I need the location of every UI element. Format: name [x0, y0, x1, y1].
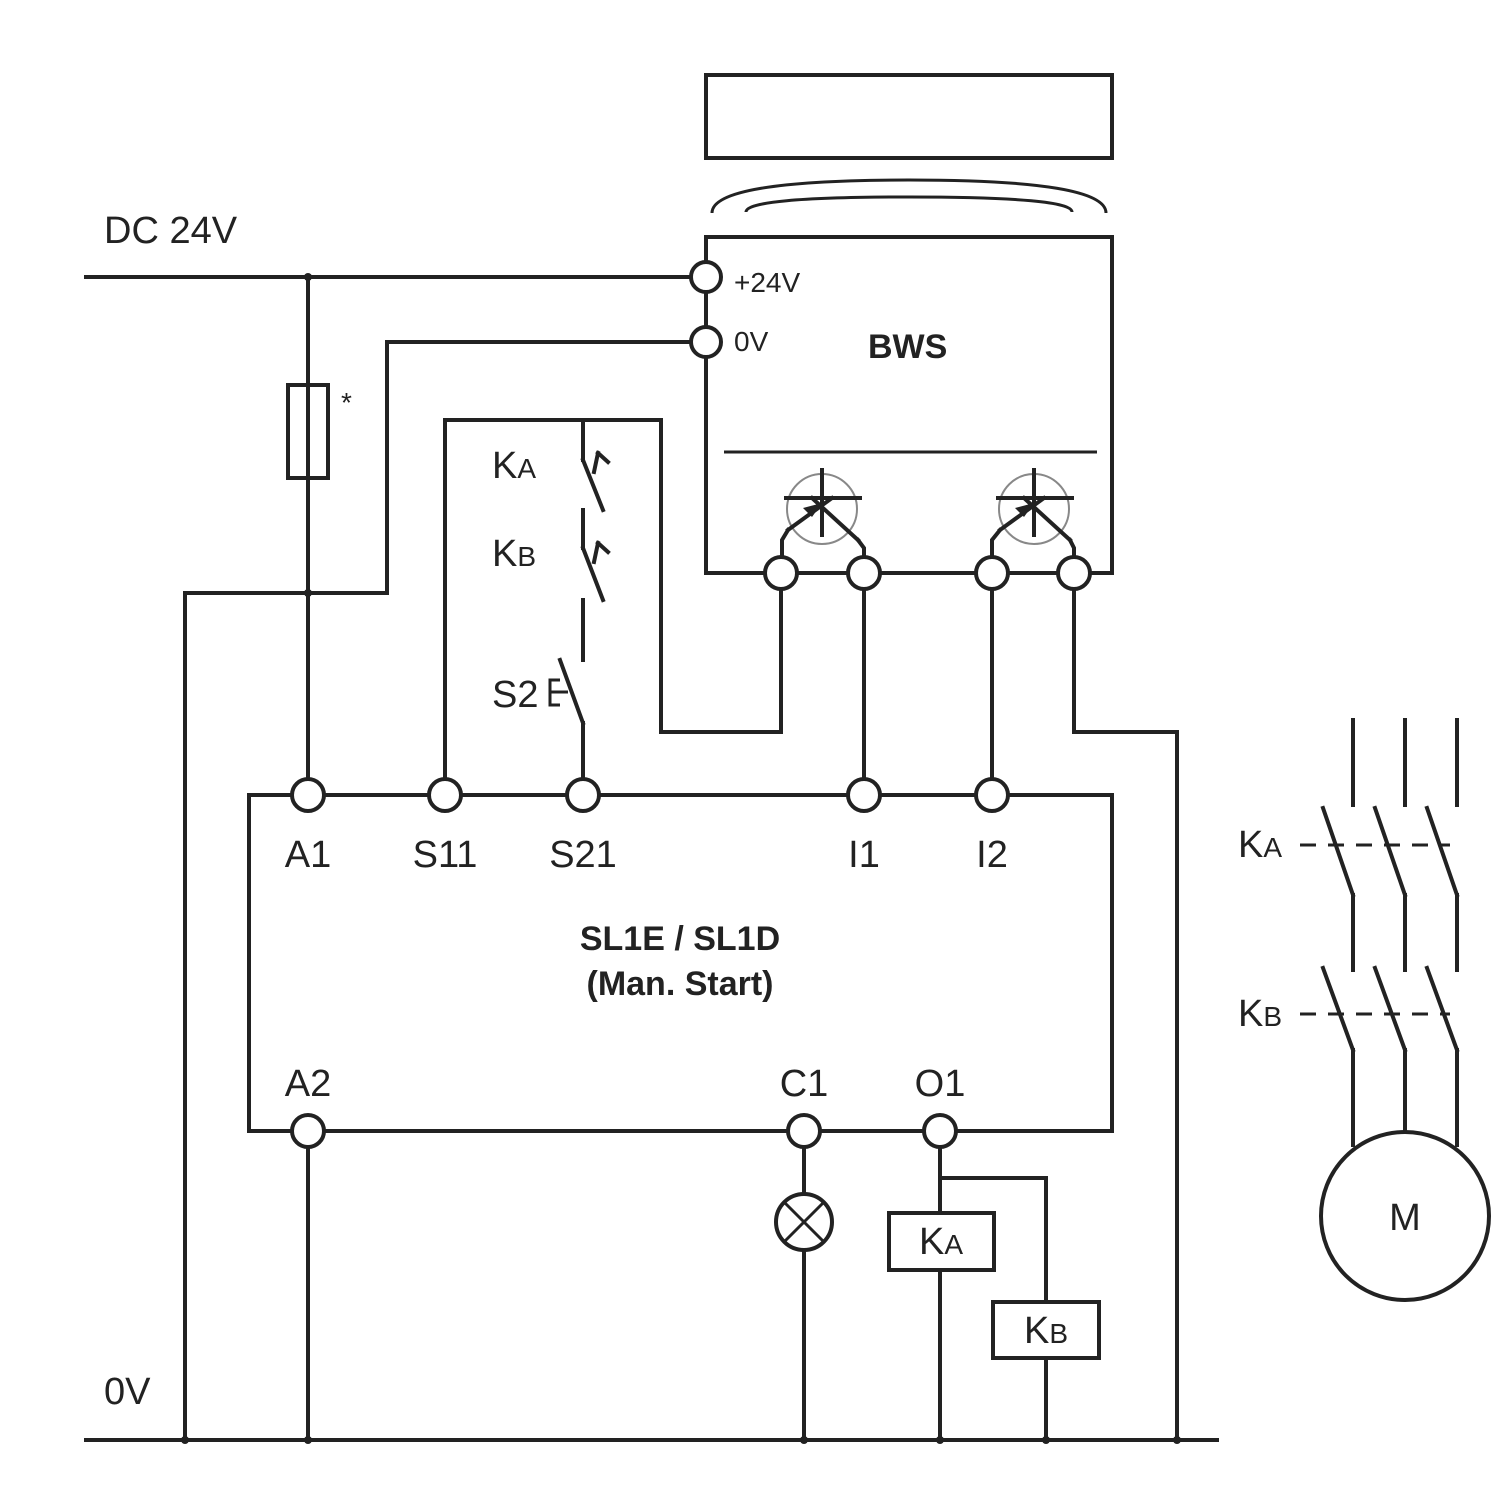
feedback-kb-label: KB [492, 533, 536, 575]
dc-24v-label: DC 24V [104, 210, 238, 252]
bws-output-terminal [763, 555, 799, 591]
relay-terminal-i2 [974, 777, 1010, 813]
bws-light-beams [710, 178, 1108, 214]
bws-emitter-bar [704, 73, 1114, 160]
wire-bws-out1-loop [581, 418, 783, 734]
bws-terminal-plus24v [689, 260, 723, 294]
wire-bws-0v [183, 340, 696, 1442]
start-button-s2 [548, 657, 586, 779]
relay-label-a1: A1 [285, 834, 331, 876]
coil-kb-label: KB [1024, 1310, 1068, 1352]
junction-dot [304, 1436, 312, 1444]
junction-dot [304, 273, 312, 281]
bws-output-transistor-2 [990, 468, 1076, 575]
junction-dot [181, 1436, 189, 1444]
feedback-contact-ka [580, 418, 611, 550]
fuse: * [286, 383, 352, 480]
relay-terminal-i1 [846, 777, 882, 813]
relay-label-s21: S21 [549, 834, 617, 876]
relay-title-line1: SL1E / SL1D [580, 920, 780, 958]
bws-plus24v-label: +24V [734, 267, 800, 298]
bws-output-terminal [846, 555, 882, 591]
relay-terminal-o1 [922, 1113, 958, 1149]
relay-label-s11: S11 [413, 834, 478, 876]
relay-title-line2: (Man. Start) [587, 965, 774, 1003]
coil-ka-label: KA [919, 1221, 963, 1263]
relay-terminal-a2 [290, 1113, 326, 1149]
safety-relay-box [247, 793, 1114, 1133]
fuse-marker: * [341, 387, 352, 418]
coil-kb: KB [991, 1300, 1101, 1360]
bws-receiver-box [704, 235, 1114, 575]
bws-output-terminal [974, 555, 1010, 591]
motor-ka-label: KA [1238, 824, 1282, 866]
relay-terminal-c1 [786, 1113, 822, 1149]
motor-symbol [1319, 1130, 1491, 1302]
wire-s11-feedback [443, 418, 585, 779]
bws-output-transistor-1 [780, 468, 866, 575]
bws-output-terminal [1056, 555, 1092, 591]
motor-contacts-ka [1300, 718, 1460, 972]
coil-ka: KA [887, 1211, 996, 1272]
motor-label: M [1389, 1197, 1421, 1239]
relay-label-c1: C1 [780, 1063, 829, 1105]
wire-bws-out-0v [1072, 587, 1179, 1442]
relay-terminal-s21 [565, 777, 601, 813]
relay-label-i2: I2 [976, 834, 1008, 876]
relay-terminal-a1 [290, 777, 326, 813]
motor-contacts-kb [1300, 965, 1460, 1147]
junction-dot [1173, 1436, 1181, 1444]
feedback-contact-kb [580, 540, 611, 662]
junction-dot [800, 1436, 808, 1444]
relay-label-a2: A2 [285, 1063, 331, 1105]
relay-terminal-s11 [427, 777, 463, 813]
start-button-label: S2 [492, 674, 538, 716]
junction-dot [1042, 1436, 1050, 1444]
motor-kb-label: KB [1238, 993, 1282, 1035]
relay-label-o1: O1 [915, 1063, 966, 1105]
feedback-ka-label: KA [492, 445, 536, 487]
relay-label-i1: I1 [848, 834, 880, 876]
bws-terminal-0v [689, 325, 723, 359]
bws-title: BWS [868, 328, 947, 366]
signal-lamp [774, 1192, 834, 1252]
junction-dot [936, 1436, 944, 1444]
zero-volt-label: 0V [104, 1371, 151, 1413]
bws-0v-label: 0V [734, 326, 769, 357]
